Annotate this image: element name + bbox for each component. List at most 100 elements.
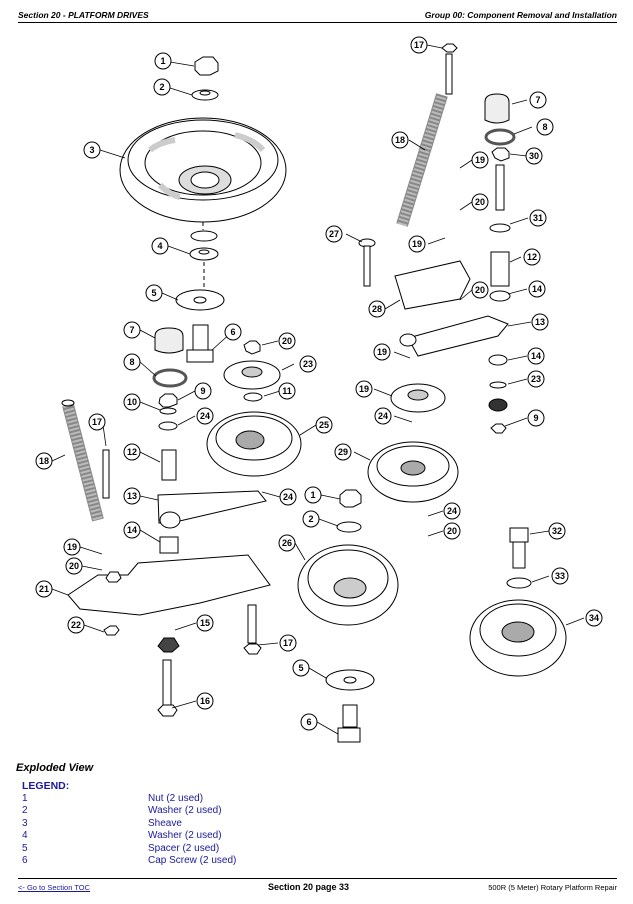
toc-link[interactable]: <- Go to Section TOC bbox=[18, 883, 91, 892]
legend-item-description: Cap Screw (2 used) bbox=[148, 854, 237, 866]
callout-circle bbox=[83, 141, 101, 159]
callout-13: 13 bbox=[123, 487, 141, 505]
page-header: Section 20 - PLATFORM DRIVES Group 00: C… bbox=[18, 6, 617, 23]
callout-circle bbox=[123, 487, 141, 505]
callout-circle bbox=[523, 248, 541, 266]
page-number: Section 20 page 33 bbox=[268, 882, 350, 892]
legend-item-description: Sheave bbox=[148, 817, 182, 829]
callout-20: 20 bbox=[278, 332, 296, 350]
callout-number: 4 bbox=[157, 241, 162, 251]
legend-item: 4 Washer (2 used) bbox=[22, 830, 322, 842]
callout-23: 23 bbox=[527, 370, 545, 388]
callout-number: 19 bbox=[377, 347, 387, 357]
callout-circle bbox=[279, 634, 297, 652]
callout-circle bbox=[527, 409, 545, 427]
callout-6: 6 bbox=[224, 323, 242, 341]
callout-33: 33 bbox=[551, 567, 569, 585]
callout-number: 20 bbox=[69, 561, 79, 571]
callout-number: 1 bbox=[160, 56, 165, 66]
callout-1: 1 bbox=[304, 486, 322, 504]
callout-10: 10 bbox=[123, 393, 141, 411]
callout-22: 22 bbox=[67, 616, 85, 634]
legend-item-number: 4 bbox=[22, 830, 28, 842]
callout-7: 7 bbox=[529, 91, 547, 109]
callout-9: 9 bbox=[527, 409, 545, 427]
callout-circle bbox=[585, 609, 603, 627]
callout-circle bbox=[373, 343, 391, 361]
legend-title: LEGEND: bbox=[22, 780, 70, 792]
callout-17: 17 bbox=[279, 634, 297, 652]
callout-circle bbox=[123, 393, 141, 411]
callout-25: 25 bbox=[315, 416, 333, 434]
callout-number: 10 bbox=[127, 397, 137, 407]
callout-circle bbox=[67, 616, 85, 634]
callout-19: 19 bbox=[471, 151, 489, 169]
callout-circle bbox=[443, 522, 461, 540]
callout-number: 17 bbox=[414, 40, 424, 50]
callout-number: 1 bbox=[310, 490, 315, 500]
callout-1: 1 bbox=[154, 52, 172, 70]
callout-21: 21 bbox=[35, 580, 53, 598]
callout-19: 19 bbox=[408, 235, 426, 253]
callout-circle bbox=[292, 659, 310, 677]
callout-8: 8 bbox=[123, 353, 141, 371]
callout-number: 20 bbox=[447, 526, 457, 536]
callout-number: 20 bbox=[282, 336, 292, 346]
callout-circle bbox=[279, 488, 297, 506]
callout-6: 6 bbox=[300, 713, 318, 731]
callout-number: 24 bbox=[200, 411, 210, 421]
callout-circle bbox=[123, 443, 141, 461]
callout-32: 32 bbox=[548, 522, 566, 540]
callout-number: 5 bbox=[151, 288, 156, 298]
callout-27: 27 bbox=[325, 225, 343, 243]
callout-14: 14 bbox=[528, 280, 546, 298]
callout-number: 32 bbox=[552, 526, 562, 536]
callout-23: 23 bbox=[299, 355, 317, 373]
legend-list: 1 Nut (2 used) 2 Washer (2 used) 3 Sheav… bbox=[22, 793, 322, 867]
callout-circle bbox=[123, 321, 141, 339]
callout-24: 24 bbox=[374, 407, 392, 425]
callout-circle bbox=[408, 235, 426, 253]
callout-4: 4 bbox=[151, 237, 169, 255]
callout-24: 24 bbox=[443, 502, 461, 520]
callout-number: 28 bbox=[372, 304, 382, 314]
callout-24: 24 bbox=[279, 488, 297, 506]
legend-item-description: Washer (2 used) bbox=[148, 805, 222, 817]
manual-title: 500R (5 Meter) Rotary Platform Repair bbox=[488, 883, 617, 892]
callout-circle bbox=[88, 413, 106, 431]
callout-30: 30 bbox=[525, 147, 543, 165]
callout-number: 34 bbox=[589, 613, 599, 623]
callout-circle bbox=[536, 118, 554, 136]
callout-number: 20 bbox=[475, 197, 485, 207]
callout-number: 14 bbox=[532, 284, 542, 294]
callout-number: 24 bbox=[378, 411, 388, 421]
callout-circle bbox=[334, 443, 352, 461]
callout-number: 2 bbox=[308, 514, 313, 524]
callout-14: 14 bbox=[123, 521, 141, 539]
legend-item: 3 Sheave bbox=[22, 818, 322, 830]
exploded-view-diagram: 1234576208923101124251712181324141920211… bbox=[35, 36, 603, 743]
callout-circle bbox=[529, 91, 547, 109]
callout-17: 17 bbox=[88, 413, 106, 431]
callout-number: 6 bbox=[230, 327, 235, 337]
callout-circle bbox=[196, 614, 214, 632]
callout-circle bbox=[443, 502, 461, 520]
callout-5: 5 bbox=[145, 284, 163, 302]
callout-circle bbox=[471, 193, 489, 211]
legend-item-description: Washer (2 used) bbox=[148, 830, 222, 842]
callout-circle bbox=[278, 332, 296, 350]
callout-28: 28 bbox=[368, 300, 386, 318]
callout-circle bbox=[278, 534, 296, 552]
callout-number: 17 bbox=[92, 417, 102, 427]
section-title: Section 20 - PLATFORM DRIVES bbox=[18, 10, 149, 20]
callout-number: 13 bbox=[535, 317, 545, 327]
callout-number: 16 bbox=[200, 696, 210, 706]
legend-item: 6 Cap Screw (2 used) bbox=[22, 855, 322, 867]
callout-circle bbox=[123, 353, 141, 371]
callout-number: 2 bbox=[159, 82, 164, 92]
callout-circle bbox=[194, 382, 212, 400]
callout-circle bbox=[325, 225, 343, 243]
callout-17: 17 bbox=[410, 36, 428, 54]
callout-19: 19 bbox=[63, 538, 81, 556]
callout-circle bbox=[525, 147, 543, 165]
